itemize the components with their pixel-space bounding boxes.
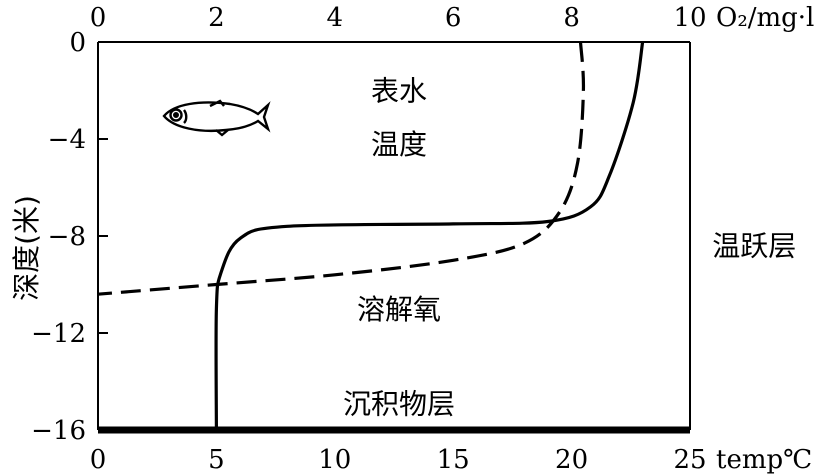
left-tick-label: 0	[69, 28, 86, 58]
bottom-axis-ticks: 0 5 10 15 20 25	[90, 445, 707, 475]
top-tick-label: 2	[208, 3, 225, 33]
annotation-label: 温度	[371, 128, 427, 161]
bottom-tick-label: 20	[555, 445, 588, 475]
bottom-axis-unit: temp℃	[716, 445, 812, 475]
bottom-tick-label: 0	[90, 445, 107, 475]
top-axis-unit: O₂/mg·l	[716, 3, 814, 33]
temperature-curve	[214, 41, 645, 431]
left-axis-ticks: 0 −4 −8 −12 −16	[31, 28, 108, 446]
bottom-tick-label: 10	[318, 445, 351, 475]
annotation-label: 沉积物层	[343, 387, 455, 420]
series-layer	[97, 41, 645, 431]
left-tick-label: −12	[31, 319, 86, 349]
annotation-label: 溶解氧	[357, 293, 441, 326]
top-tick-label: 8	[563, 3, 580, 33]
left-tick-label: −16	[31, 416, 86, 446]
y-axis-label: 深度(米)	[10, 195, 43, 301]
top-tick-label: 0	[90, 3, 107, 33]
annotation-label: 温跃层	[712, 230, 796, 263]
dissolved-oxygen-curve	[97, 41, 586, 296]
bottom-tick-label: 5	[208, 445, 225, 475]
bottom-tick-label: 15	[437, 445, 470, 475]
plot-frame	[97, 41, 691, 434]
top-tick-label: 10	[673, 3, 706, 33]
top-axis-ticks: 0 2 4 6 8 10	[90, 3, 707, 33]
bottom-tick-label: 25	[673, 445, 706, 475]
top-tick-label: 4	[327, 3, 344, 33]
fish-icon	[162, 99, 271, 137]
left-tick-label: −8	[48, 222, 86, 252]
left-tick-label: −4	[48, 125, 86, 155]
annotation-label: 表水	[371, 75, 427, 108]
top-tick-label: 6	[445, 3, 462, 33]
